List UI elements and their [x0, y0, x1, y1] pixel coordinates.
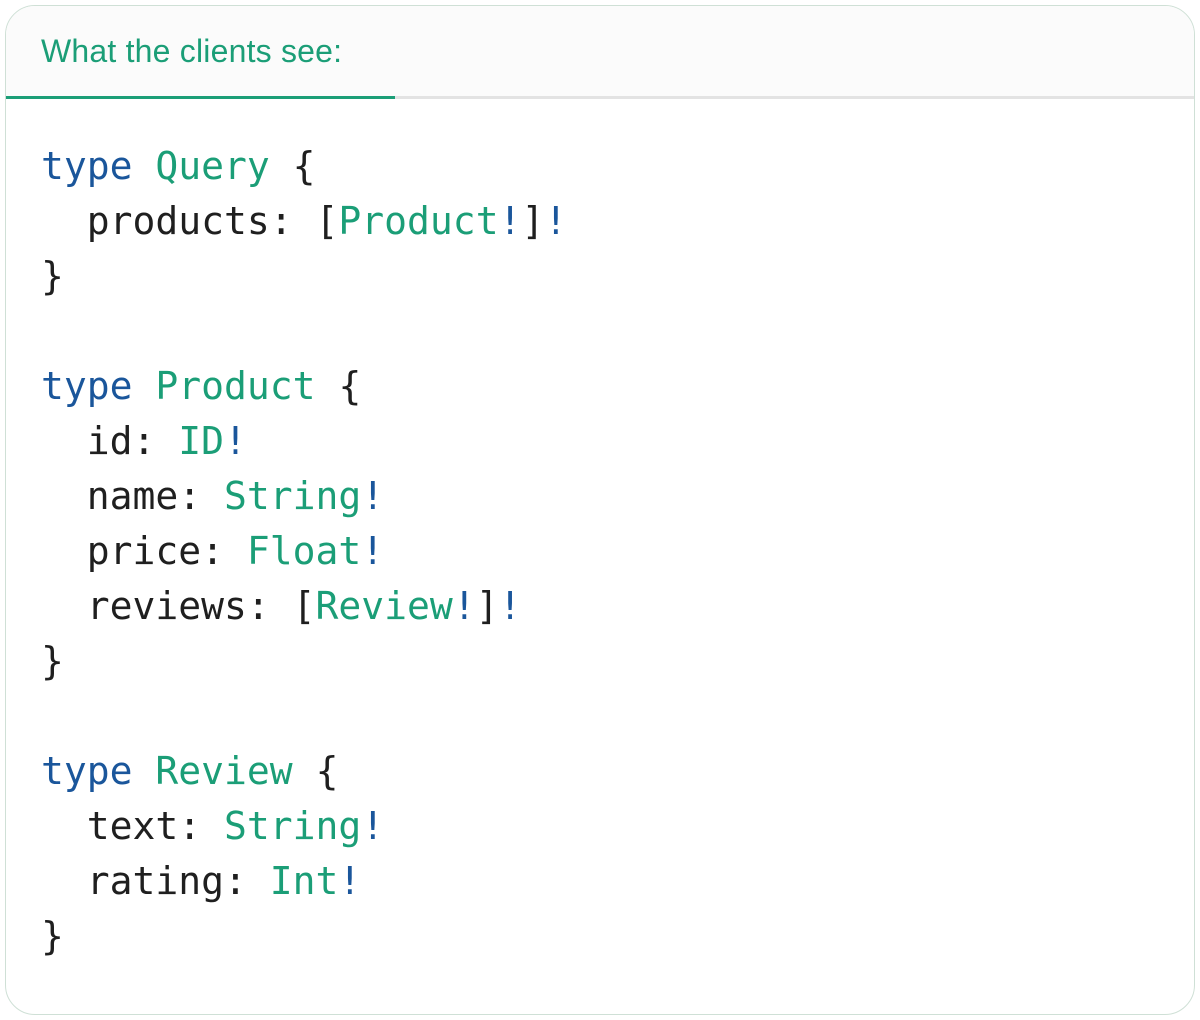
code-token-keyword: type	[41, 749, 133, 793]
code-line: name: String!	[41, 469, 1174, 524]
code-token-plain: id:	[41, 419, 179, 463]
code-token-plain: price:	[41, 529, 247, 573]
code-token-type: Product	[338, 199, 499, 243]
code-token-keyword: type	[41, 144, 133, 188]
active-tab-underline	[6, 96, 395, 99]
code-token-keyword: !	[361, 474, 385, 518]
code-token-type: Int	[269, 859, 339, 903]
code-token-type: String	[224, 804, 362, 848]
code-line: }	[41, 249, 1174, 304]
code-token-plain: {	[292, 749, 339, 793]
code-token-plain: rating:	[41, 859, 270, 903]
card-header: What the clients see:	[6, 6, 1194, 99]
code-token-type: Product	[155, 364, 316, 408]
code-line	[41, 304, 1174, 359]
code-line: products: [Product!]!	[41, 194, 1174, 249]
code-token-plain: reviews: [	[41, 584, 316, 628]
code-line: }	[41, 909, 1174, 964]
code-token-type: ID	[178, 419, 225, 463]
code-token-type: String	[224, 474, 362, 518]
code-line: price: Float!	[41, 524, 1174, 579]
code-token-plain: name:	[41, 474, 225, 518]
code-line: rating: Int!	[41, 854, 1174, 909]
code-token-plain	[133, 749, 156, 793]
code-token-plain: ]	[475, 584, 499, 628]
code-token-keyword: !	[544, 199, 568, 243]
code-line: type Product {	[41, 359, 1174, 414]
code-token-keyword: !	[452, 584, 476, 628]
code-token-type: Float	[246, 529, 362, 573]
code-line	[41, 689, 1174, 744]
code-token-keyword: type	[41, 364, 133, 408]
code-token-plain: text:	[41, 804, 225, 848]
code-token-keyword: !	[498, 199, 522, 243]
code-token-plain: products: [	[41, 199, 339, 243]
code-token-keyword: !	[498, 584, 522, 628]
header-label: What the clients see:	[41, 32, 343, 69]
code-token-type: Review	[315, 584, 453, 628]
code-token-plain	[133, 364, 156, 408]
code-token-plain: ]	[521, 199, 545, 243]
code-token-keyword: !	[361, 804, 385, 848]
code-line: }	[41, 634, 1174, 689]
code-token-keyword: !	[361, 529, 385, 573]
code-block: type Query { products: [Product!]!}type …	[6, 99, 1194, 964]
schema-card: What the clients see: type Query { produ…	[5, 5, 1195, 1015]
code-line: text: String!	[41, 799, 1174, 854]
code-token-plain: {	[269, 144, 316, 188]
code-token-plain: }	[41, 914, 64, 958]
code-token-type: Query	[155, 144, 270, 188]
code-token-plain	[133, 144, 156, 188]
code-token-keyword: !	[338, 859, 362, 903]
code-token-plain: }	[41, 639, 64, 683]
code-token-plain: {	[315, 364, 362, 408]
code-line: reviews: [Review!]!	[41, 579, 1174, 634]
code-token-keyword: !	[224, 419, 247, 463]
code-line: type Query {	[41, 139, 1174, 194]
code-line: id: ID!	[41, 414, 1174, 469]
code-token-plain: }	[41, 254, 64, 298]
code-token-type: Review	[155, 749, 293, 793]
code-line: type Review {	[41, 744, 1174, 799]
